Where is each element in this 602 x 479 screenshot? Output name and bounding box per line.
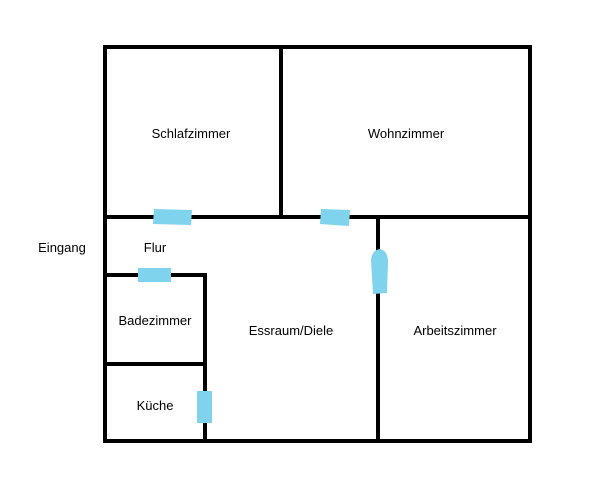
label-kueche: Küche bbox=[137, 398, 174, 413]
label-essraum: Essraum/Diele bbox=[249, 323, 334, 338]
label-schlafzimmer: Schlafzimmer bbox=[152, 126, 231, 141]
door-livingroom bbox=[320, 209, 350, 226]
door-bedroom bbox=[153, 209, 192, 225]
door-bathroom bbox=[138, 268, 171, 282]
door-kitchen bbox=[197, 391, 212, 423]
label-wohnzimmer: Wohnzimmer bbox=[368, 126, 445, 141]
label-eingang: Eingang bbox=[38, 240, 86, 255]
label-arbeitszimmer: Arbeitszimmer bbox=[413, 323, 497, 338]
label-badezimmer: Badezimmer bbox=[119, 313, 193, 328]
door-office bbox=[371, 249, 388, 294]
label-flur: Flur bbox=[144, 240, 167, 255]
outer-wall bbox=[103, 45, 532, 443]
